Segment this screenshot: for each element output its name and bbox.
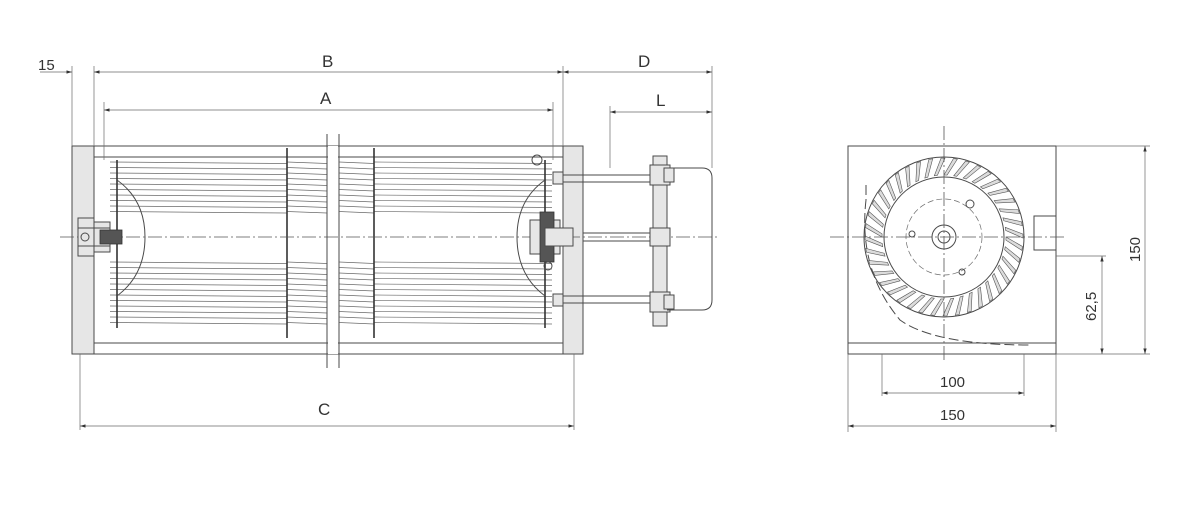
motor-mount [552,155,675,327]
dim-height-label: 150 [1127,237,1144,262]
dim-b-label: B [322,52,333,71]
end-view: 150 62,5 100 150 [830,126,1150,432]
motor-body [667,167,713,311]
scroll-housing [864,185,1031,346]
dim-width-label: 150 [940,407,965,424]
left-bearing [77,217,123,257]
right-bearing [529,154,574,271]
dim-offset-label: 15 [38,57,55,74]
dim-c-label: C [318,400,330,419]
impeller-blades [864,157,1024,317]
side-view: 15 B D A L C [38,52,720,430]
dim-a-label: A [320,89,332,108]
dim-l-label: L [656,91,665,110]
dim-d-label: D [638,52,650,71]
right-end-plate [562,145,584,355]
dim-outlet-width-label: 100 [940,374,965,391]
dim-outlet-height-label: 62,5 [1083,292,1100,321]
